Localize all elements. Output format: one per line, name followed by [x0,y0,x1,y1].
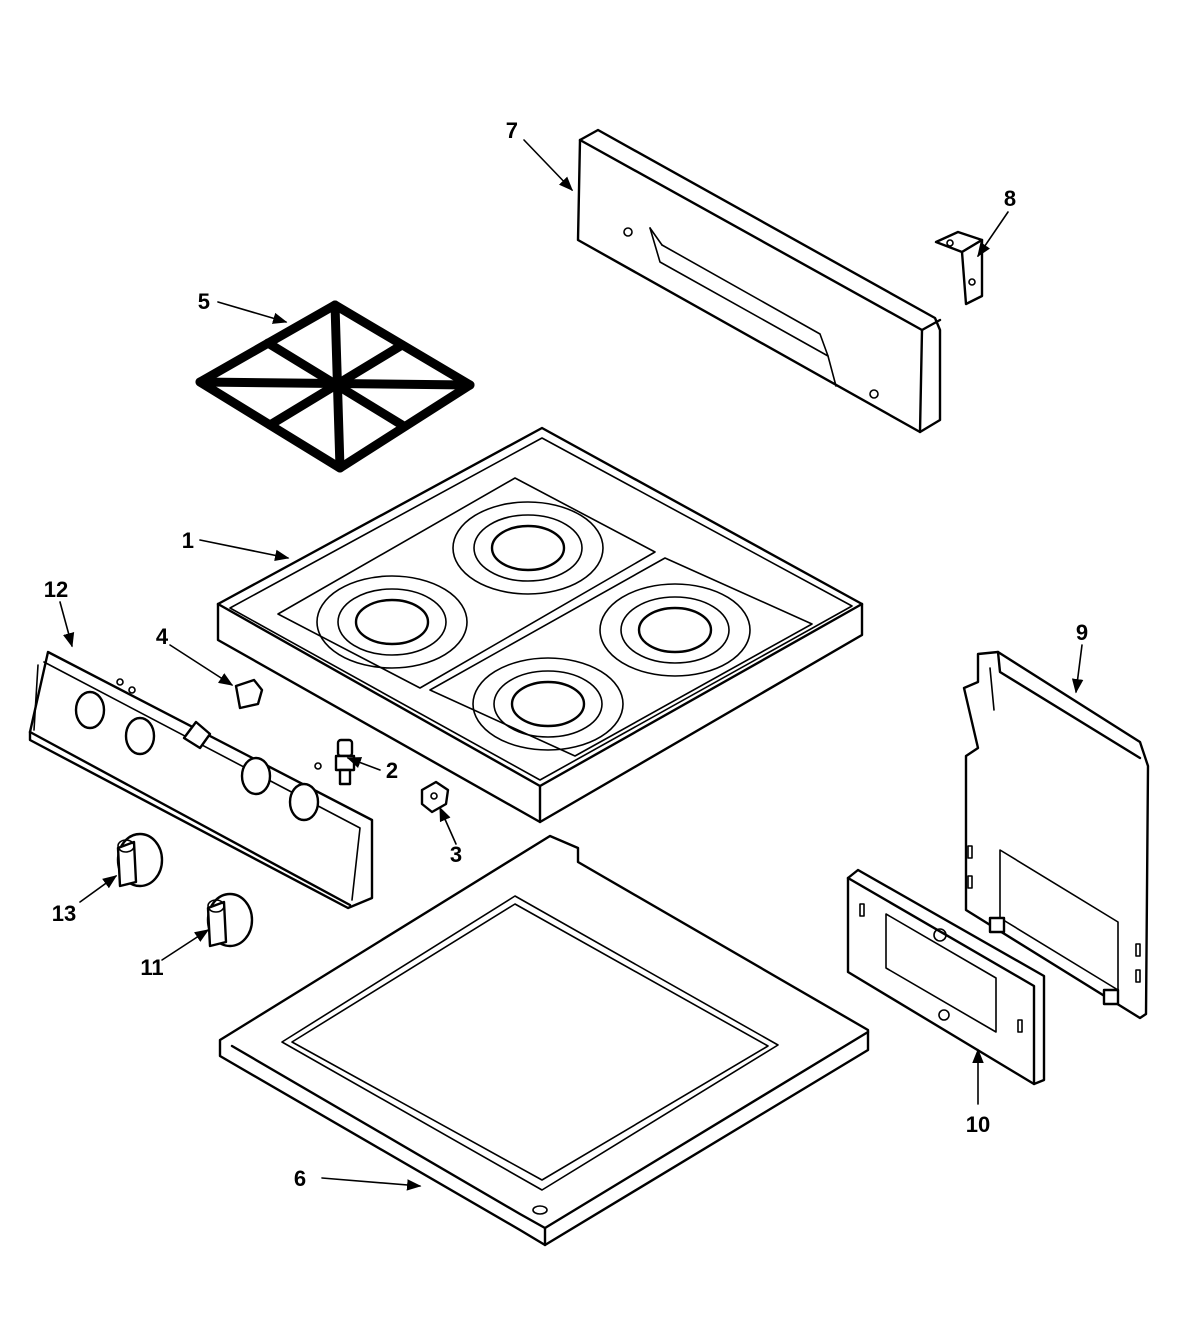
callout-6: 6 [294,1166,306,1191]
callout-10: 10 [966,1112,990,1137]
callout-8: 8 [1004,186,1016,211]
mounting-bracket [934,230,984,306]
leader-arrows [59,139,1084,1191]
leader-6 [321,1177,422,1191]
callout-1: 1 [182,528,194,553]
leader-1 [199,539,290,562]
callout-9: 9 [1076,620,1088,645]
cooktop [216,426,864,824]
leader-7 [523,139,573,192]
knob-lower [206,892,254,948]
control-panel [28,650,374,910]
knob-upper [116,832,164,888]
burner-grate [195,300,475,473]
callout-5: 5 [198,289,210,314]
orifice-fitting [334,738,356,786]
leader-3 [439,806,457,845]
leader-9 [1071,644,1084,694]
callout-2: 2 [386,758,398,783]
callout-labels: 7 8 5 1 12 4 2 3 13 11 6 9 10 [44,118,1088,1191]
bottom-tray [218,834,870,1247]
leader-12 [59,601,75,648]
leader-8 [977,211,1009,258]
callout-11: 11 [140,955,163,980]
gasket-frame [846,868,1046,1086]
leader-13 [79,875,118,903]
callout-12: 12 [44,577,68,602]
leader-4 [169,644,234,686]
callout-3: 3 [450,842,462,867]
retainer-block [420,780,450,814]
backguard-panel [576,128,942,434]
callout-4: 4 [156,624,169,649]
callout-7: 7 [506,118,518,143]
leader-2 [346,757,381,771]
leader-5 [217,301,288,324]
spring-clip [234,678,264,710]
callout-13: 13 [52,901,76,926]
leader-11 [161,929,210,961]
side-panel [962,650,1150,1020]
